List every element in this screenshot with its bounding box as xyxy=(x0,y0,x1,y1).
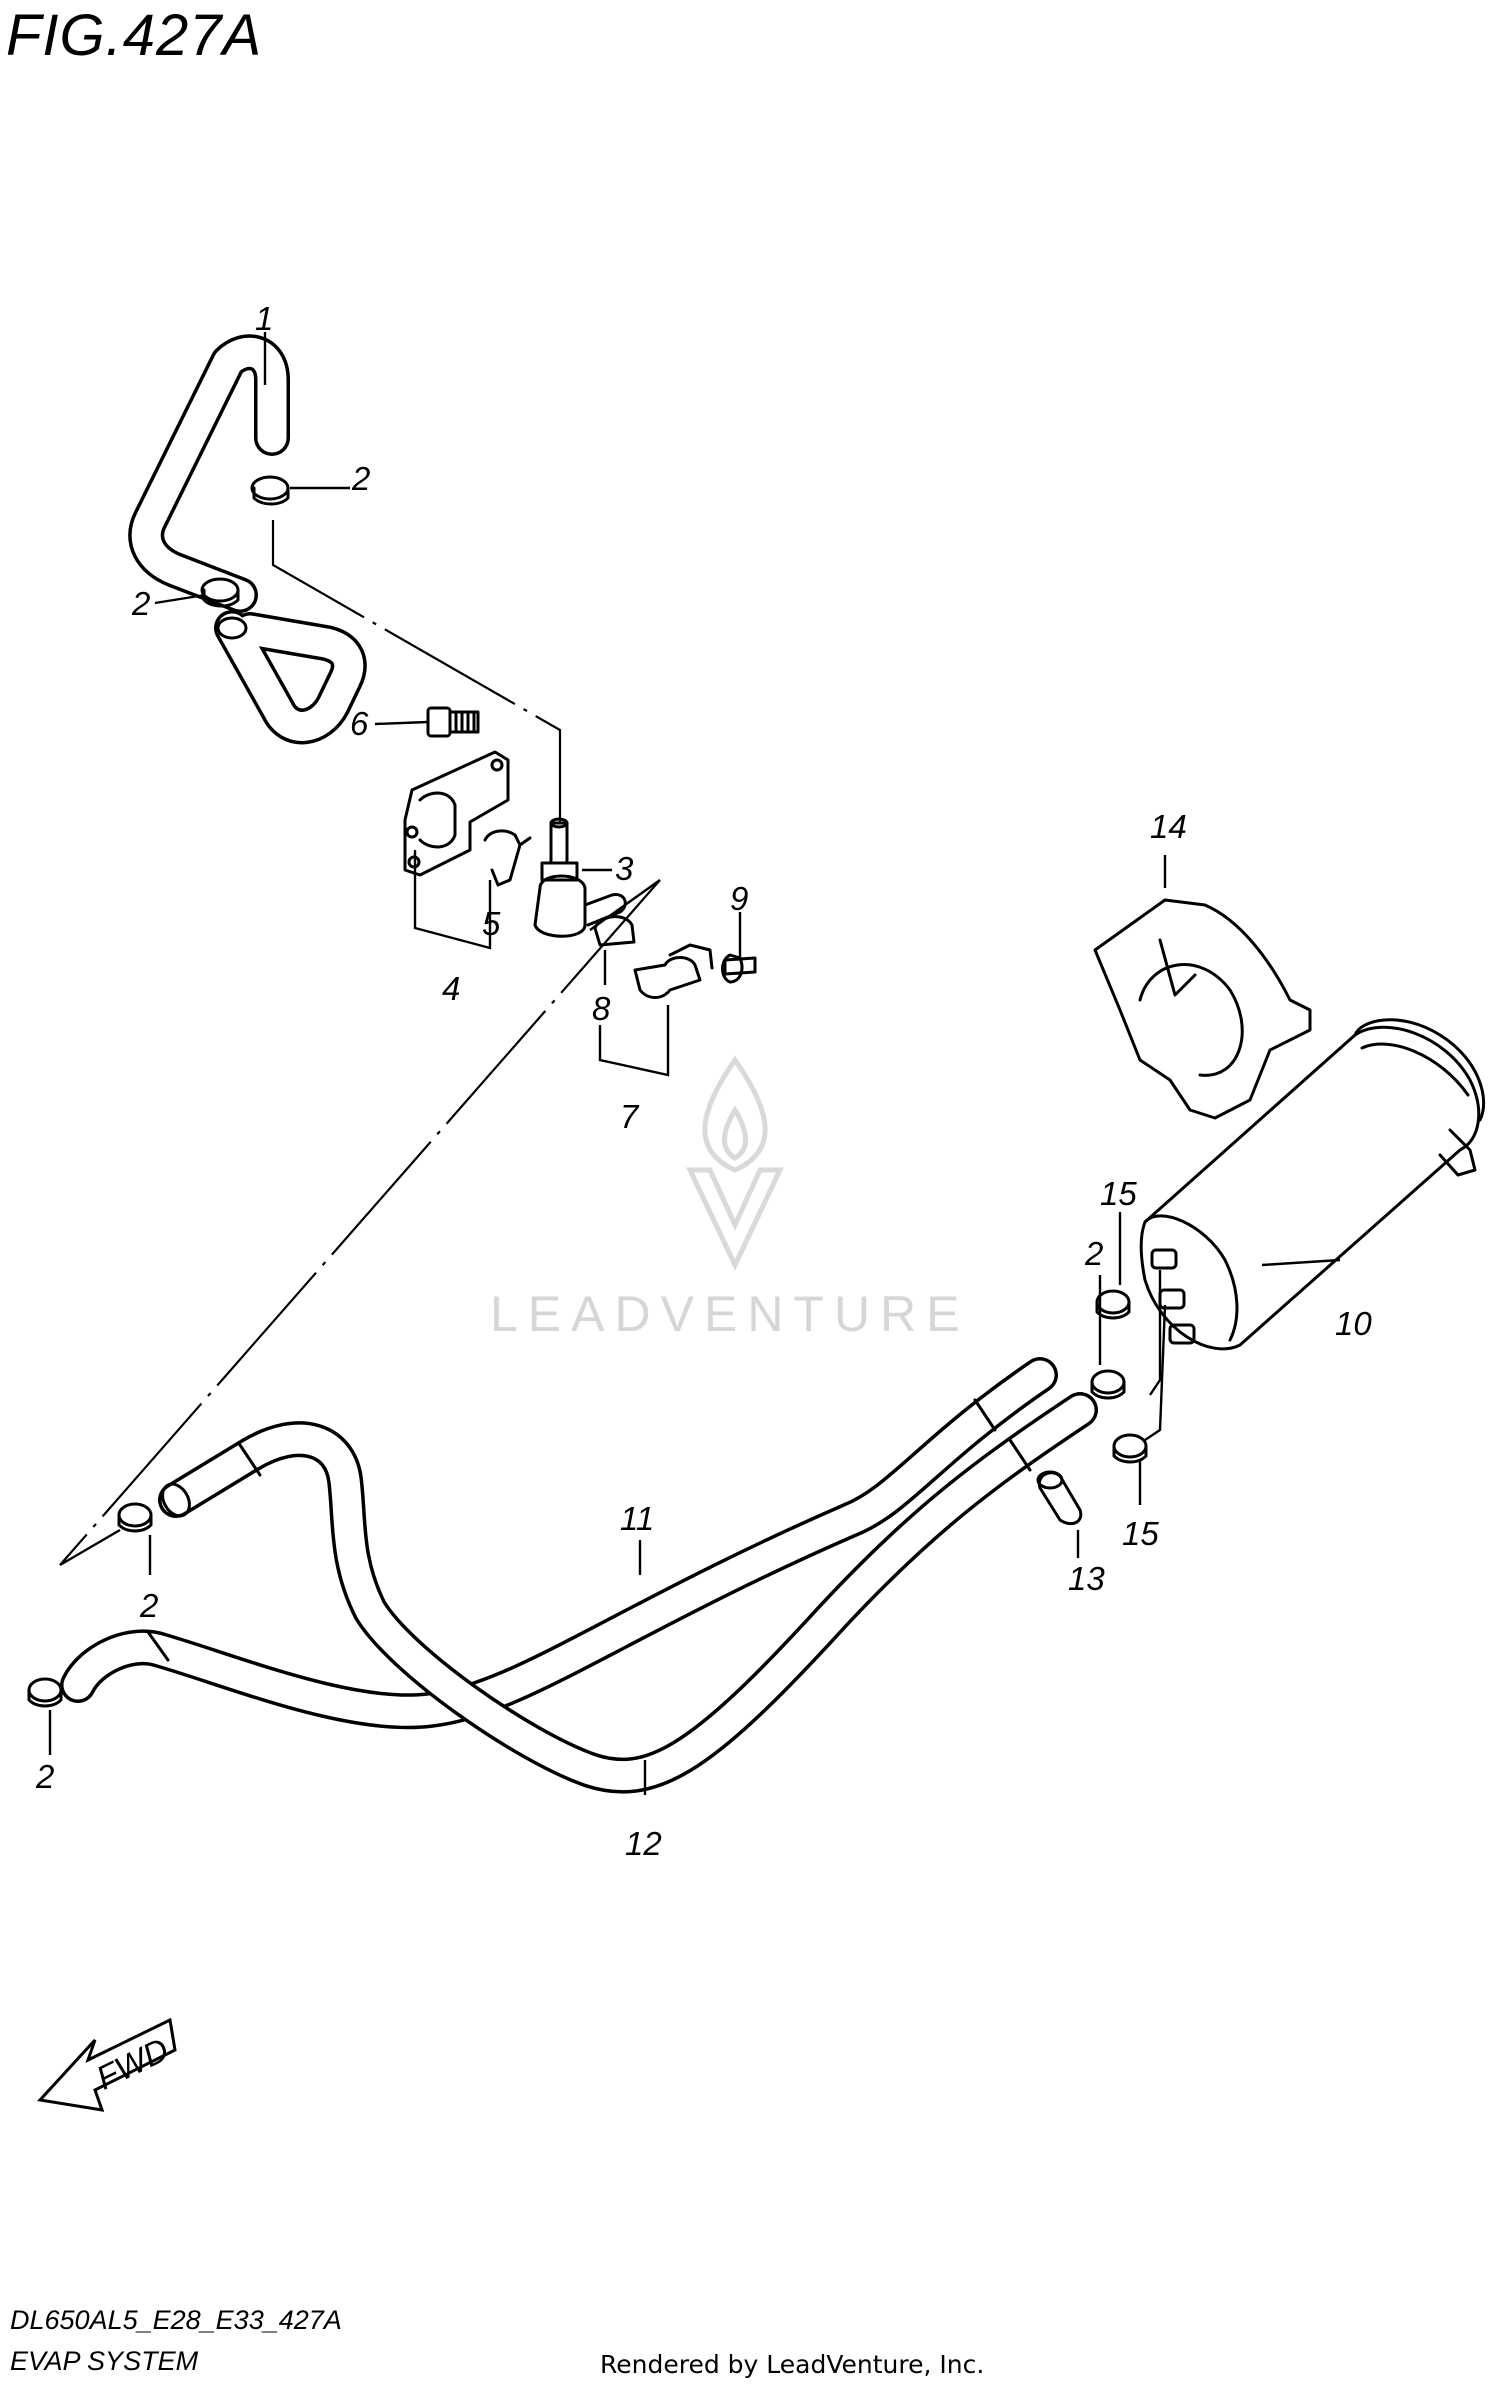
callout-13: 13 xyxy=(1068,1560,1105,1597)
clamp-part-2-e[interactable] xyxy=(27,1677,63,1708)
callout-15-bottom: 15 xyxy=(1122,1515,1159,1552)
hose-part-13[interactable] xyxy=(1036,1470,1083,1526)
callout-6: 6 xyxy=(350,705,369,742)
callout-2-left: 2 xyxy=(131,585,150,622)
callout-2-bottom-b: 2 xyxy=(35,1758,54,1795)
callout-9: 9 xyxy=(730,880,748,917)
callout-15-top: 15 xyxy=(1100,1175,1137,1212)
watermark: LEADVENTURE xyxy=(490,1286,970,1342)
clip-part-5[interactable] xyxy=(483,829,532,887)
hose-part-12[interactable] xyxy=(157,1392,1098,1794)
callout-3: 3 xyxy=(615,850,634,887)
callout-5: 5 xyxy=(482,905,501,942)
clamp-part-15-a[interactable] xyxy=(1095,1289,1131,1320)
callout-11: 11 xyxy=(620,1500,654,1537)
canister-part-10[interactable] xyxy=(1139,1018,1486,1351)
diagram-code: DL650AL5_E28_E33_427A xyxy=(10,2305,342,2335)
cover-part-14[interactable] xyxy=(1093,898,1312,1120)
clamp-part-2-b[interactable] xyxy=(200,577,240,608)
callout-2-canister: 2 xyxy=(1084,1235,1103,1272)
callout-8: 8 xyxy=(592,990,611,1027)
breather-hose-part-1[interactable] xyxy=(128,334,367,745)
leader-lines xyxy=(48,332,1341,1795)
figure-title: FIG.427A xyxy=(6,3,263,68)
callout-labels: 1 2 2 6 3 9 5 8 4 7 14 15 2 10 2 11 13 1… xyxy=(35,300,1372,1862)
callout-1: 1 xyxy=(255,300,273,337)
watermark-logo xyxy=(686,1055,784,1271)
clamp-part-7[interactable] xyxy=(633,943,714,999)
clamp-part-15-b[interactable] xyxy=(1112,1433,1148,1464)
fwd-arrow-icon: FWD xyxy=(37,2017,177,2112)
rendered-by-credit: Rendered by LeadVenture, Inc. xyxy=(600,2350,985,2379)
clamp-part-2-a[interactable] xyxy=(250,475,290,506)
diagram-name: EVAP SYSTEM xyxy=(10,2346,199,2376)
clamp-part-2-d[interactable] xyxy=(117,1502,153,1533)
bracket-part-4[interactable] xyxy=(403,750,510,877)
callout-2-bottom-a: 2 xyxy=(139,1587,158,1624)
screw-part-9[interactable] xyxy=(721,953,757,984)
callout-14: 14 xyxy=(1150,808,1187,845)
callout-4: 4 xyxy=(442,970,460,1007)
callout-7: 7 xyxy=(620,1098,640,1135)
callout-2-top: 2 xyxy=(351,460,370,497)
callout-12: 12 xyxy=(625,1825,662,1862)
clamp-part-2-c[interactable] xyxy=(1090,1369,1126,1400)
valve-part-3[interactable] xyxy=(533,817,627,938)
bolt-part-6[interactable] xyxy=(426,706,480,738)
callout-10: 10 xyxy=(1335,1305,1372,1342)
